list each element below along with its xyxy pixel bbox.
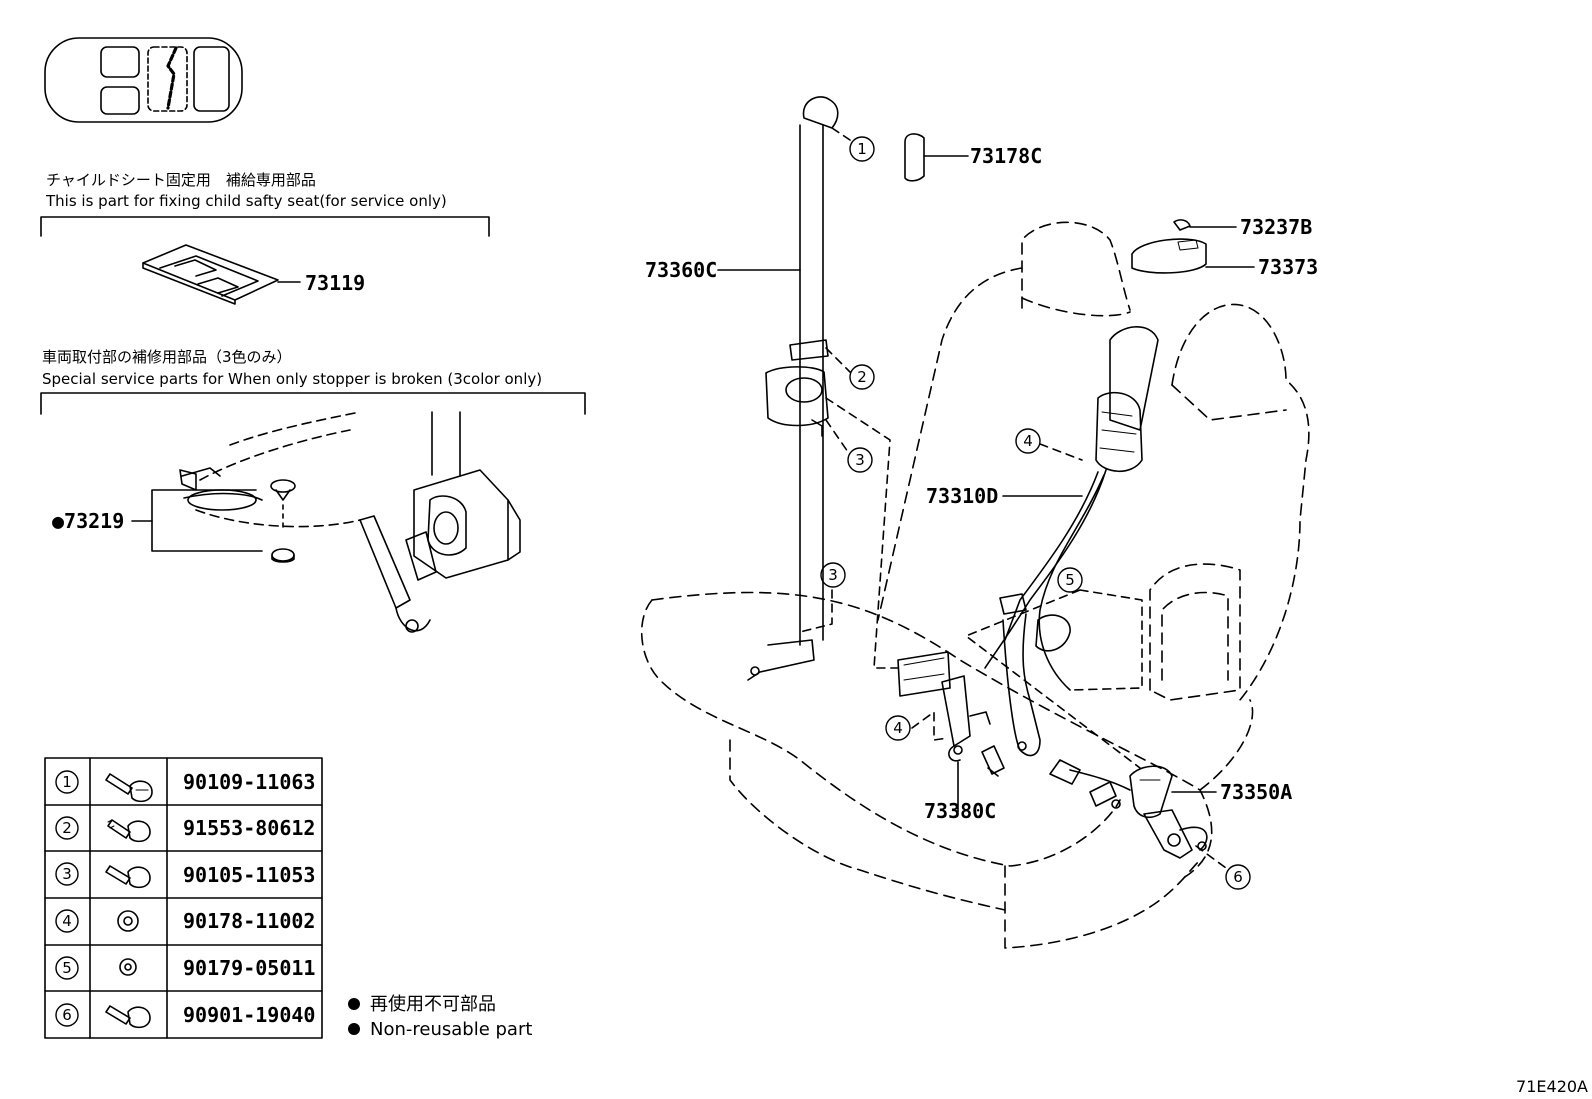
- table-ref-4: 4: [62, 912, 72, 930]
- table-ref-5: 5: [62, 959, 72, 977]
- fastener-small-nut-icon: [119, 958, 137, 976]
- callout-4-lower: 4: [893, 719, 903, 737]
- callout-1: 1: [857, 140, 867, 158]
- child-seat-note-en: This is part for fixing child safty seat…: [45, 192, 447, 210]
- table-ref-2: 2: [62, 819, 72, 837]
- callout-4-upper: 4: [1023, 432, 1033, 450]
- table-part-4: 90178-11002: [183, 909, 315, 933]
- callout-5: 5: [1065, 571, 1075, 589]
- child-seat-plate-73119: [142, 244, 301, 305]
- callout-3-upper: 3: [855, 451, 865, 469]
- center-belt-73310D: [984, 326, 1159, 757]
- diagram-code: 71E420A: [1516, 1077, 1588, 1096]
- part-label-73310D: 73310D: [926, 484, 998, 508]
- table-ref-3: 3: [62, 865, 72, 883]
- part-label-73360C: 73360C: [645, 258, 717, 282]
- table-part-5: 90179-05011: [183, 956, 315, 980]
- part-label-73219: ●73219: [52, 509, 124, 533]
- stopper-note-jp: 車両取付部の補修用部品（3色のみ）: [42, 348, 292, 366]
- fastener-flange-bolt-2-icon: [105, 865, 151, 889]
- legend-en: Non-reusable part: [370, 1019, 532, 1040]
- bracket-child-seat: [40, 216, 490, 237]
- part-label-73237B: 73237B: [1240, 215, 1312, 239]
- part-label-73178C: 73178C: [970, 144, 1042, 168]
- table-part-1: 90109-11063: [183, 770, 315, 794]
- buckle-73350A: [1049, 759, 1217, 859]
- non-reusable-dot: [348, 998, 360, 1010]
- table-part-2: 91553-80612: [183, 816, 315, 840]
- outer-belt-73360C: [717, 96, 839, 681]
- bracket-stopper: [40, 392, 586, 415]
- fastener-flange-bolt-icon: [107, 819, 151, 843]
- table-ref-6: 6: [62, 1006, 72, 1024]
- non-reusable-dot-2: [348, 1023, 360, 1035]
- fastener-bolt-6-icon: [105, 1005, 151, 1029]
- callout-2: 2: [857, 368, 867, 386]
- cover-73373: [1131, 238, 1255, 274]
- table-ref-1: 1: [62, 773, 72, 791]
- table-part-6: 90901-19040: [183, 1003, 315, 1027]
- legend-jp: 再使用不可部品: [370, 994, 496, 1015]
- stopper-detail-73219: [131, 411, 521, 633]
- clip-73237B: [1173, 219, 1237, 231]
- rear-seat-outline: [640, 221, 1310, 949]
- table-part-3: 90105-11053: [183, 863, 315, 887]
- table-ref-circles: [55, 770, 79, 1027]
- buckle-73380C: [897, 651, 1005, 813]
- fastener-nut-icon: [117, 910, 139, 932]
- part-label-73380C: 73380C: [924, 799, 996, 823]
- callout-leaders: [799, 127, 1227, 869]
- callout-3-lower: 3: [828, 566, 838, 584]
- fastener-table-grid: [44, 757, 323, 1039]
- part-label-73350A: 73350A: [1220, 780, 1292, 804]
- cap-73178C: [904, 133, 969, 182]
- child-seat-note-jp: チャイルドシート固定用 補給専用部品: [46, 171, 316, 189]
- callout-6: 6: [1233, 868, 1243, 886]
- part-label-73373: 73373: [1258, 255, 1318, 279]
- callout-circles: [820, 136, 1251, 890]
- vehicle-locator-icon: [44, 37, 243, 123]
- stopper-note-en: Special service parts for When only stop…: [42, 370, 542, 388]
- fastener-bolt-icon: [105, 773, 153, 803]
- part-label-73119: 73119: [305, 271, 365, 295]
